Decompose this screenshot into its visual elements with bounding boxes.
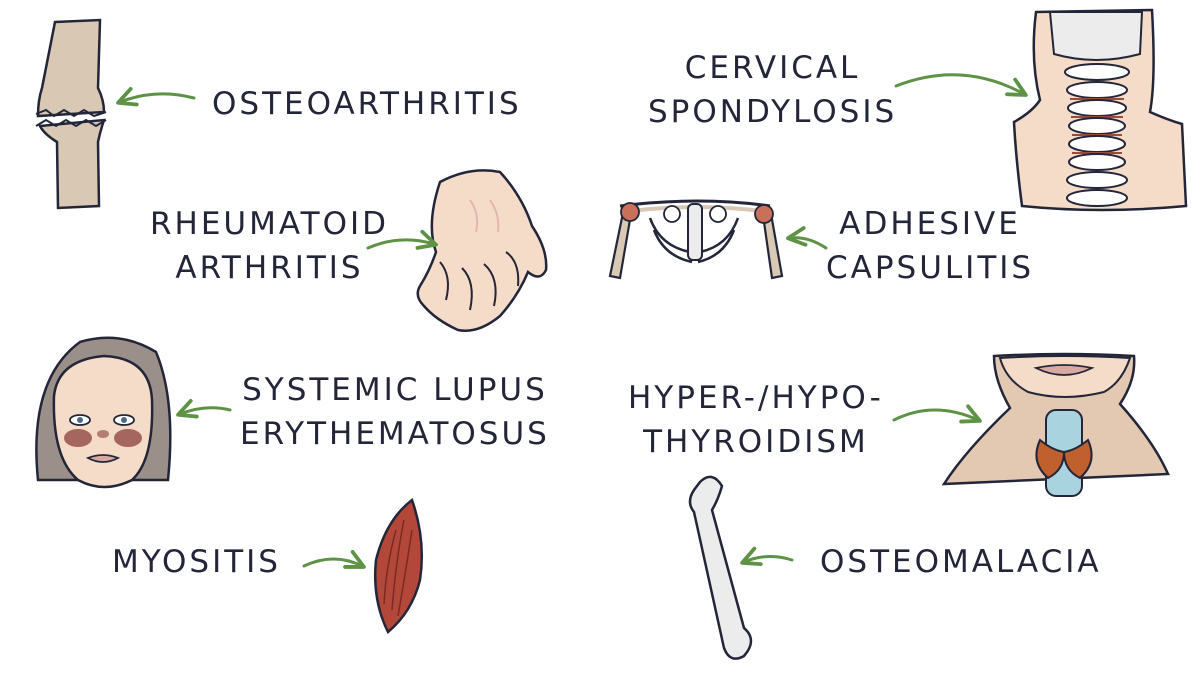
arrow-osteomalacia — [740, 546, 794, 566]
cervical-spine-icon — [1012, 8, 1188, 212]
label-systemic-lupus: SYSTEMIC LUPUS ERYTHEMATOSUS — [240, 368, 550, 456]
thyroid-gland-icon — [941, 352, 1170, 497]
label-osteomalacia: OSTEOMALACIA — [820, 540, 1102, 584]
label-myositis-text: MYOSITIS — [112, 544, 281, 580]
label-thyroid-line1: HYPER-/HYPO- — [628, 380, 884, 416]
label-osteoarthritis: OSTEOARTHRITIS — [212, 82, 522, 126]
label-rheumatoid-arthritis: RHEUMATOID ARTHRITIS — [150, 202, 389, 290]
label-cervical-spondylosis: CERVICAL SPONDYLOSIS — [648, 46, 897, 134]
arrow-osteoarthritis — [116, 86, 196, 107]
label-thyroid-line2: THYROIDISM — [643, 424, 869, 460]
face-rash-icon — [35, 336, 172, 489]
label-cervical-line2: SPONDYLOSIS — [648, 94, 898, 130]
arrow-rheumatoid — [366, 229, 438, 250]
label-rheumatoid-line1: RHEUMATOID — [150, 206, 390, 242]
shoulder-girdle-icon — [608, 199, 784, 280]
label-adhesive-line2: CAPSULITIS — [826, 250, 1035, 286]
label-lupus-line2: ERYTHEMATOSUS — [240, 416, 550, 452]
arrow-thyroid — [892, 404, 982, 424]
label-myositis: MYOSITIS — [112, 540, 281, 584]
knee-joint-icon — [35, 18, 107, 210]
label-thyroidism: HYPER-/HYPO- THYROIDISM — [628, 376, 884, 464]
arrows — [116, 73, 1028, 569]
label-lupus-line1: SYSTEMIC LUPUS — [242, 372, 548, 408]
muscle-icon — [373, 497, 424, 634]
femur-bone-icon — [688, 475, 753, 660]
label-osteomalacia-text: OSTEOMALACIA — [820, 544, 1102, 580]
label-adhesive-capsulitis: ADHESIVE CAPSULITIS — [826, 202, 1034, 290]
arrow-myositis — [302, 550, 366, 569]
arrow-lupus — [176, 398, 232, 419]
arrow-adhesive — [786, 226, 828, 250]
arrow-cervical — [894, 73, 1028, 97]
label-adhesive-line1: ADHESIVE — [839, 206, 1021, 242]
label-osteoarthritis-text: OSTEOARTHRITIS — [212, 86, 522, 122]
label-cervical-line1: CERVICAL — [684, 50, 861, 86]
label-rheumatoid-line2: ARTHRITIS — [175, 250, 364, 286]
deformed-hand-icon — [416, 169, 548, 332]
